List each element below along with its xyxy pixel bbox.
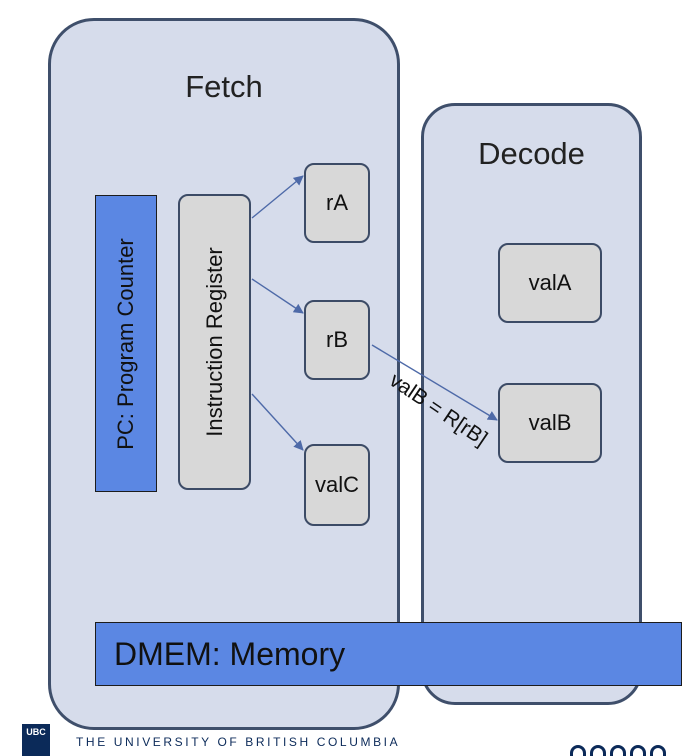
instruction-register-label: Instruction Register bbox=[201, 247, 227, 437]
register-rb: rB bbox=[304, 300, 370, 380]
decode-stage-title: Decode bbox=[478, 136, 585, 171]
ubc-logo: UBC bbox=[22, 724, 50, 756]
program-counter-label: PC: Program Counter bbox=[113, 237, 138, 450]
brand-mark bbox=[570, 745, 682, 756]
register-vala: valA bbox=[498, 243, 602, 323]
university-name: THE UNIVERSITY OF BRITISH COLUMBIA bbox=[76, 735, 401, 749]
memory-label: DMEM: Memory bbox=[114, 635, 346, 672]
register-valc: valC bbox=[304, 444, 370, 526]
instruction-register-block: Instruction Register bbox=[178, 194, 251, 490]
memory-block: DMEM: Memory bbox=[95, 622, 682, 686]
register-valb: valB bbox=[498, 383, 602, 463]
fetch-stage-title: Fetch bbox=[185, 69, 263, 104]
ubc-logo-text: UBC bbox=[26, 727, 46, 737]
register-ra: rA bbox=[304, 163, 370, 243]
program-counter-block: PC: Program Counter bbox=[95, 195, 157, 492]
